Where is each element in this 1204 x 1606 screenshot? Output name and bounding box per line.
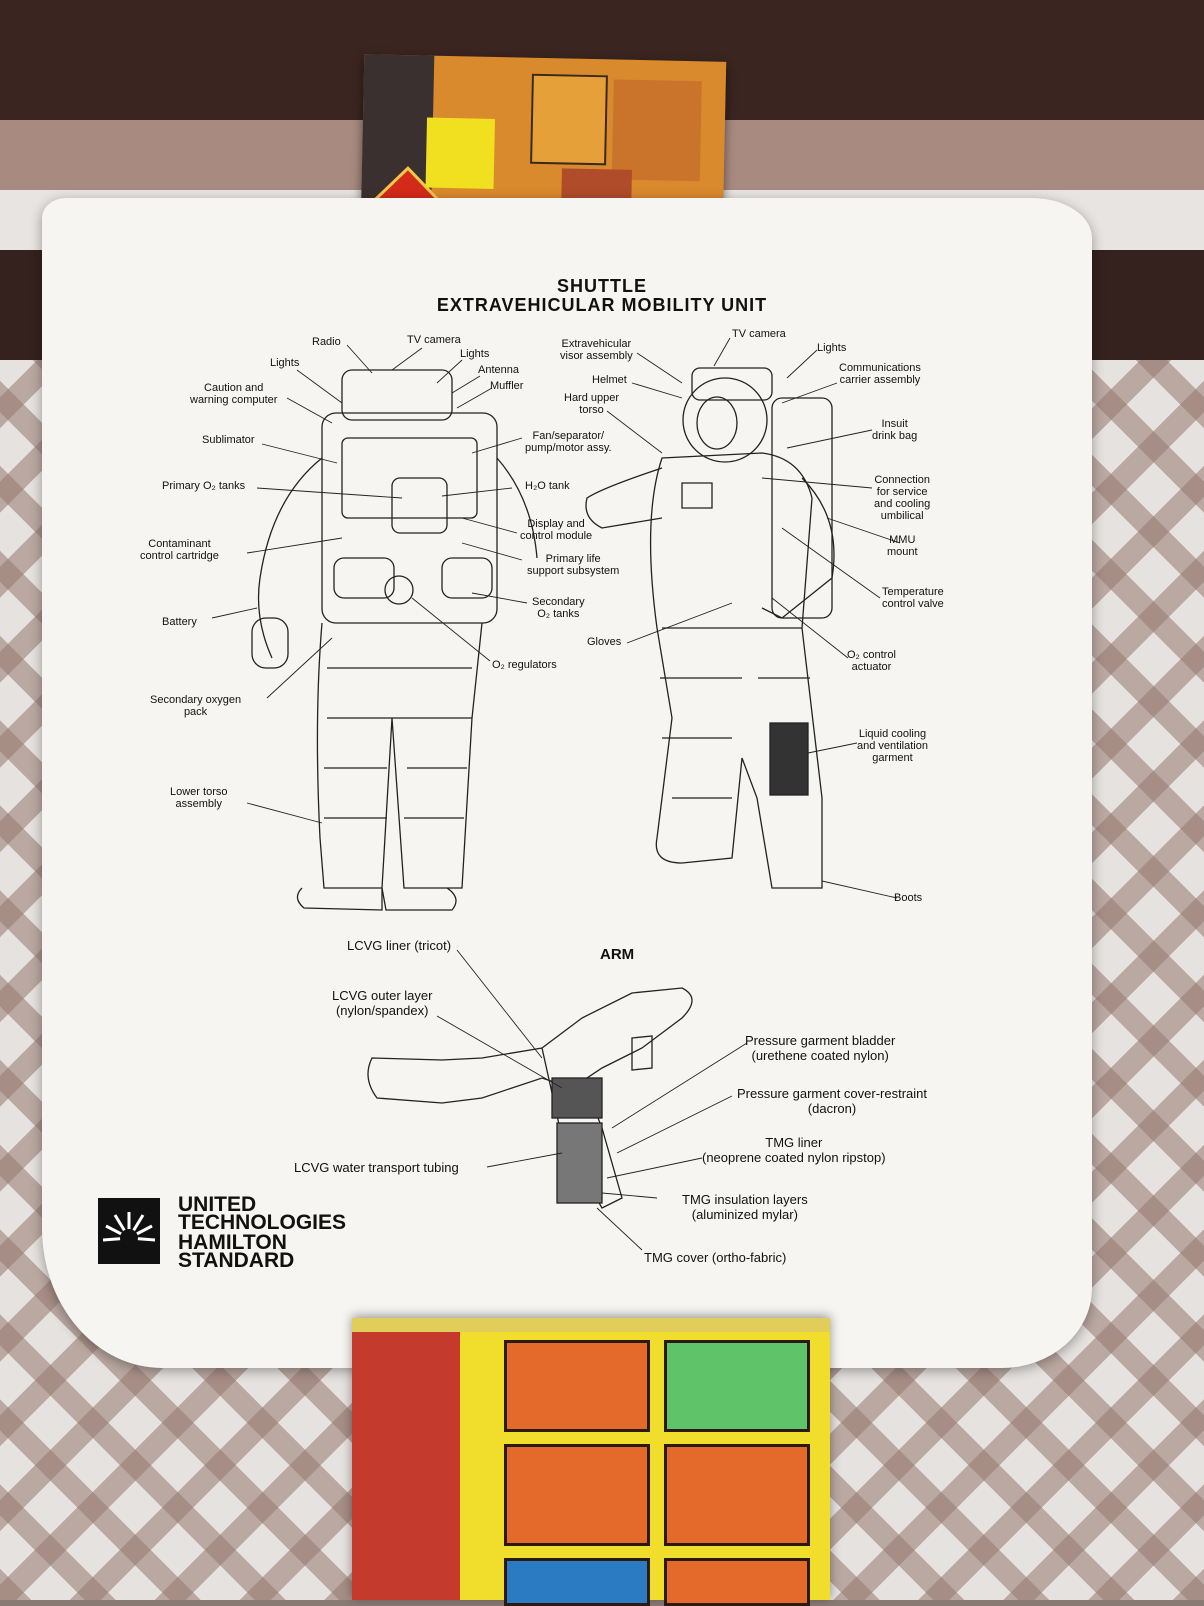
book-top-edge — [352, 1318, 830, 1332]
label-battery: Battery — [162, 616, 197, 628]
book-illustration — [664, 1444, 810, 1546]
label-visor-assembly: Extravehicular visor assembly — [560, 338, 633, 362]
label-o2-regulators: O₂ regulators — [492, 659, 557, 671]
label-tmg-liner: TMG liner (neoprene coated nylon ripstop… — [702, 1135, 886, 1165]
label-communications-carrier: Communications carrier assembly — [839, 362, 921, 386]
label-display-control-module: Display and control module — [520, 518, 593, 542]
label-contaminant-cartridge: Contaminant control cartridge — [140, 538, 219, 562]
book-bottom — [352, 1318, 830, 1606]
label-pressure-garment-restraint: Pressure garment cover-restraint (dacron… — [737, 1086, 928, 1116]
book-illustration — [664, 1340, 810, 1432]
label-o2-control-actuator: O₂ control actuator — [847, 649, 896, 673]
book-illustration — [530, 73, 608, 166]
book-illustration — [504, 1558, 650, 1606]
label-lights: Lights — [817, 342, 847, 354]
label-lights: Lights — [460, 348, 490, 360]
logo-text: STANDARD — [178, 1249, 295, 1272]
label-umbilical-connection: Connection for service and cooling umbil… — [874, 474, 931, 522]
logo-text: TECHNOLOGIES — [178, 1211, 347, 1234]
label-muffler: Muffler — [490, 380, 524, 392]
label-sublimator: Sublimator — [202, 434, 255, 446]
spacesuit-illustration — [211, 337, 901, 1251]
label-lcvg-water-tubing: LCVG water transport tubing — [294, 1160, 459, 1175]
label-gloves: Gloves — [587, 636, 622, 648]
book-illustration — [664, 1558, 810, 1606]
arm-cutaway — [367, 987, 693, 1209]
label-lcvg: Liquid cooling and ventilation garment — [857, 728, 928, 764]
back-view-suit — [251, 369, 538, 911]
sunburst-icon — [102, 1212, 156, 1247]
book-illustration — [504, 1340, 650, 1432]
logo-text: HAMILTON — [178, 1231, 287, 1254]
label-caution-warning-computer: Caution and warning computer — [190, 382, 278, 406]
label-h2o-tank: H₂O tank — [525, 480, 570, 492]
book-spine — [352, 1318, 460, 1600]
label-lights: Lights — [270, 357, 300, 369]
label-primary-o2-tanks: Primary O₂ tanks — [162, 480, 246, 492]
eva-poster: SHUTTLE EXTRAVEHICULAR MOBILITY UNIT — [42, 198, 1092, 1368]
label-lcvg-liner: LCVG liner (tricot) — [347, 938, 452, 953]
front-view-suit — [585, 367, 835, 889]
label-boots: Boots — [894, 892, 923, 904]
label-secondary-oxygen-pack: Secondary oxygen pack — [150, 694, 242, 718]
arm-title: ARM — [600, 946, 635, 963]
label-hard-upper-torso: Hard upper torso — [564, 392, 620, 416]
book-illustration — [611, 79, 702, 182]
label-secondary-o2-tanks: Secondary O₂ tanks — [532, 596, 585, 620]
label-tmg-insulation: TMG insulation layers (aluminized mylar) — [682, 1192, 808, 1222]
label-mmu-mount: MMU mount — [887, 534, 918, 558]
label-lcvg-outer-layer: LCVG outer layer (nylon/spandex) — [332, 988, 433, 1018]
united-technologies-logo — [98, 1198, 160, 1264]
label-antenna: Antenna — [478, 364, 519, 376]
label-pressure-garment-bladder: Pressure garment bladder (urethene coate… — [745, 1033, 896, 1063]
logo-text: UNITED — [178, 1193, 257, 1216]
label-helmet: Helmet — [592, 374, 627, 386]
book-illustration — [425, 117, 495, 189]
label-tmg-cover: TMG cover (ortho-fabric) — [644, 1250, 787, 1265]
label-plss: Primary life support subsystem — [527, 553, 620, 577]
label-lower-torso-assembly: Lower torso assembly — [170, 786, 228, 810]
label-radio: Radio — [312, 336, 341, 348]
label-tv-camera: TV camera — [732, 328, 786, 340]
poster-title: SHUTTLE — [557, 276, 647, 296]
book-illustration — [504, 1444, 650, 1546]
poster-subtitle: EXTRAVEHICULAR MOBILITY UNIT — [436, 295, 768, 315]
label-temperature-control-valve: Temperature control valve — [882, 586, 944, 610]
label-fan-separator: Fan/separator/ pump/motor assy. — [525, 430, 612, 454]
label-insuit-drink-bag: Insuit drink bag — [872, 418, 918, 442]
label-tv-camera: TV camera — [407, 334, 461, 346]
